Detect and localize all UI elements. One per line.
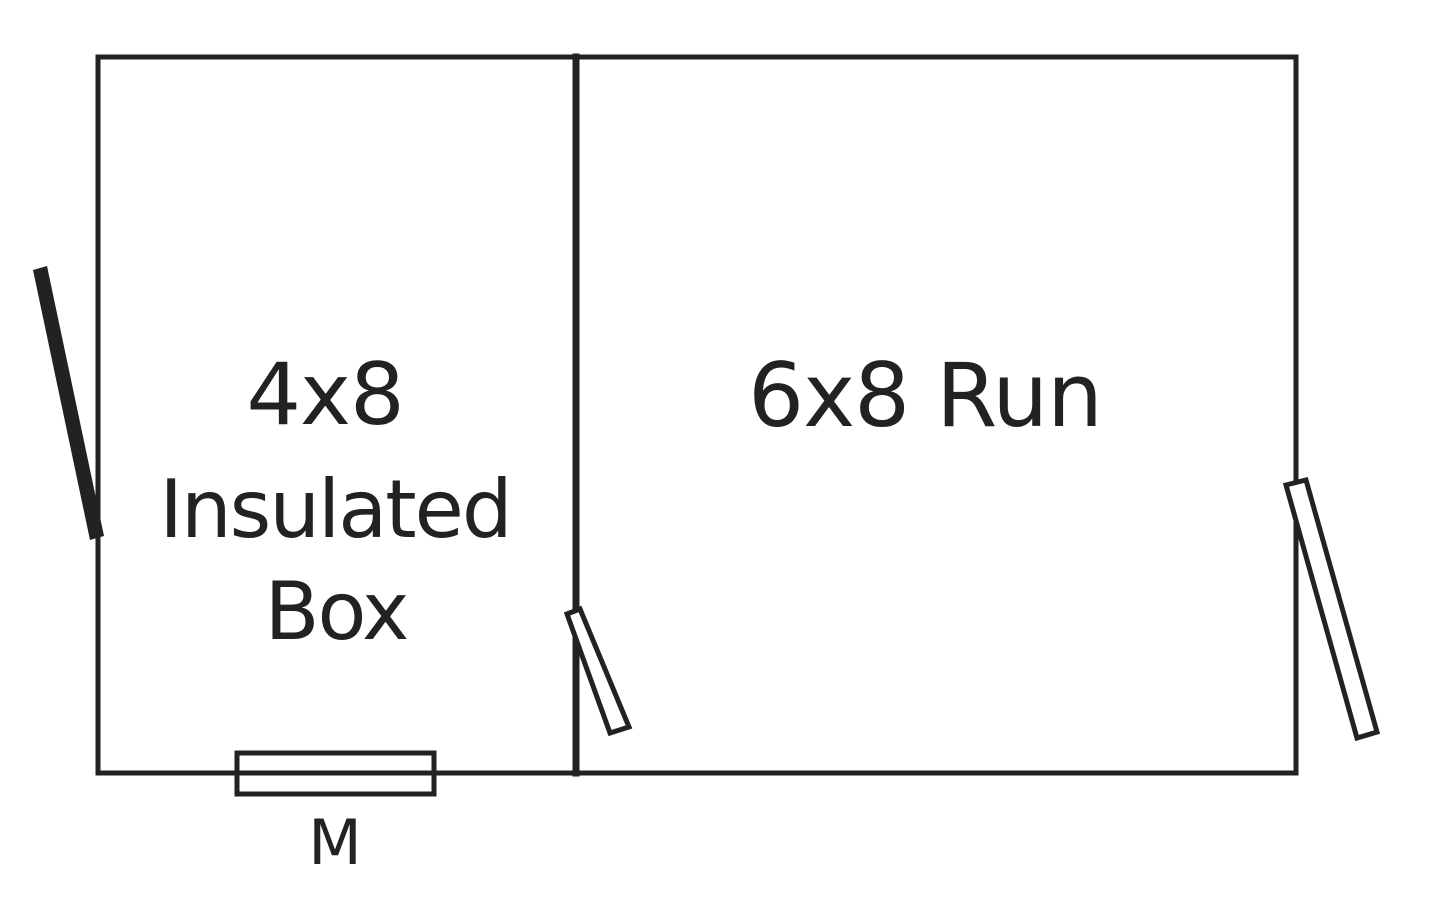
insulated-box-name-line-1: Insulated xyxy=(159,463,512,556)
exterior-door-left xyxy=(33,266,104,540)
insulated-box-name-line-2: Box xyxy=(264,565,410,658)
interior-door xyxy=(563,605,633,737)
window-label: M xyxy=(308,806,362,879)
window-bottom xyxy=(234,750,437,797)
run-label: 6x8 Run xyxy=(748,344,1103,447)
insulated-box-dimension-label: 4x8 xyxy=(246,345,404,445)
exterior-door-right xyxy=(1282,476,1381,742)
